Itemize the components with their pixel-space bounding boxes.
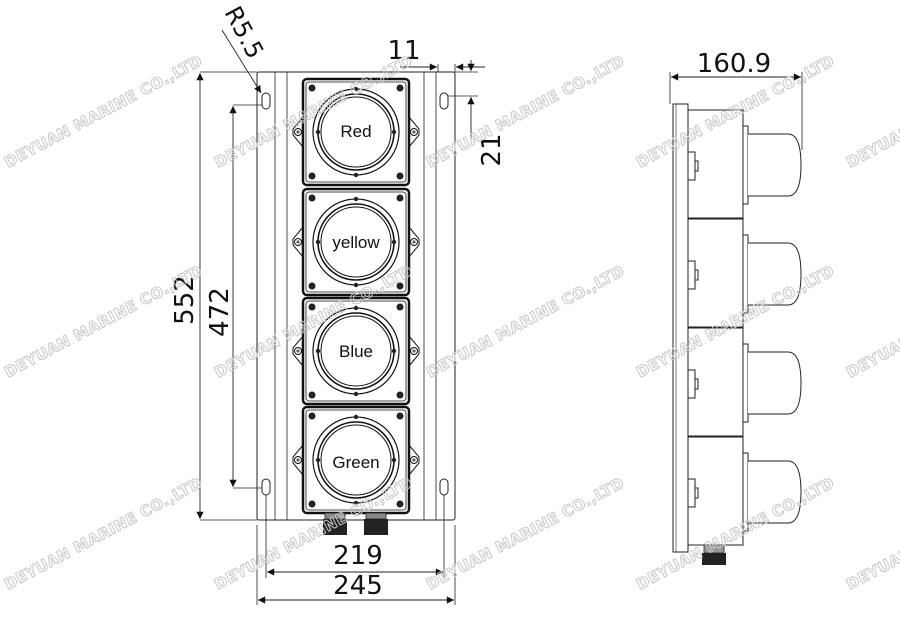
- watermark: DEYUAN MARINE CO.,LTD: [843, 52, 900, 172]
- watermark: DEYUAN MARINE CO.,LTD: [1, 474, 205, 594]
- side-mounting-plate: [672, 103, 689, 553]
- lamp-label: Blue: [339, 342, 373, 361]
- dimension-overall-width: 245: [256, 525, 456, 605]
- svg-text:219: 219: [333, 541, 383, 571]
- mount-hole: [439, 92, 449, 110]
- lamp-blue: Blue: [291, 296, 421, 406]
- side-cable-gland: [702, 544, 726, 565]
- dimension-hole-offset-y: 21: [448, 60, 507, 167]
- dimension-hole-spacing-vertical: 472: [205, 104, 262, 489]
- dimension-hole-offset-x: 11: [387, 36, 485, 72]
- lamp-label: Red: [340, 122, 371, 141]
- svg-text:R5.5: R5.5: [219, 2, 269, 64]
- cable-gland: [323, 512, 347, 535]
- cable-gland: [364, 512, 388, 535]
- mount-hole: [261, 92, 271, 110]
- mount-hole: [261, 478, 271, 496]
- svg-text:552: 552: [170, 275, 200, 325]
- lamp-label: yellow: [332, 233, 380, 252]
- dimension-overall-height: 552: [170, 71, 257, 521]
- svg-text:472: 472: [205, 287, 235, 337]
- dimension-depth: 160.9: [669, 49, 803, 150]
- lamp-green: Green: [291, 405, 421, 515]
- mount-hole: [439, 478, 449, 496]
- svg-text:11: 11: [387, 36, 420, 66]
- watermark: DEYUAN MARINE CO.,LTD: [843, 262, 900, 382]
- svg-text:160.9: 160.9: [697, 49, 771, 79]
- front-view: Red yellow Blue Green 552: [170, 2, 507, 605]
- dimension-hole-spacing-horizontal: 219: [265, 495, 445, 578]
- svg-text:245: 245: [333, 571, 383, 601]
- side-view: 160.9: [669, 49, 803, 565]
- lamp-red: Red: [291, 77, 421, 187]
- watermark: DEYUAN MARINE CO.,LTD: [1, 52, 205, 172]
- watermark: DEYUAN MARINE CO.,LTD: [843, 474, 900, 594]
- lamp-yellow: yellow: [291, 187, 421, 297]
- svg-text:21: 21: [477, 133, 507, 166]
- lamp-label: Green: [332, 453, 379, 472]
